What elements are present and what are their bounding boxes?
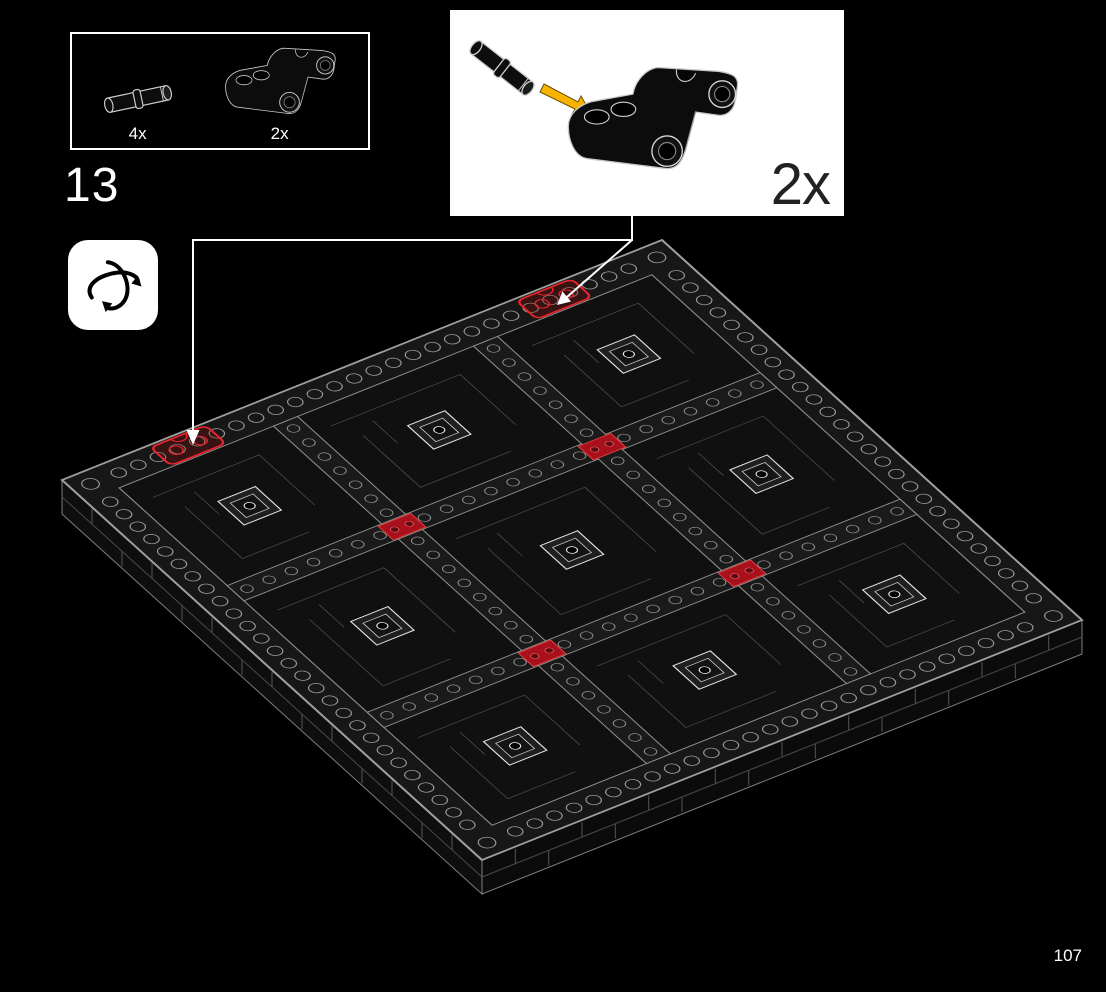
plate-side-faces (61, 478, 1083, 896)
rotate-model-hint (68, 240, 158, 330)
red-connector-pieces (377, 432, 767, 668)
arrowhead-left-target (186, 430, 200, 445)
rotate-model-icon (87, 260, 142, 313)
placement-highlights (152, 279, 591, 465)
arrowhead-top-target (557, 291, 571, 305)
assembly-callout: 2x (450, 10, 844, 216)
parts-item-pin: 4x (78, 42, 197, 142)
technic-pin-connector-icon (224, 47, 336, 115)
panel-details (152, 302, 960, 800)
plate-top-surface (60, 238, 1084, 862)
callout-illustration (465, 35, 739, 170)
part-count-label: 4x (128, 124, 147, 143)
callout-pointer-lines (186, 216, 633, 445)
technic-pin-icon (465, 35, 539, 101)
page-number: 107 (1053, 946, 1082, 965)
technic-pin-connector-icon (567, 66, 739, 170)
cross-beams (226, 335, 918, 765)
part-count-label: 2x (270, 124, 289, 143)
border-beam-holes (81, 251, 1063, 849)
technic-pin-icon (101, 82, 174, 116)
step-number: 13 (64, 159, 120, 212)
parts-item-connector: 2x (197, 42, 362, 142)
parts-inventory-box: 4x 2x (70, 32, 370, 150)
callout-count-label: 2x (770, 152, 831, 217)
